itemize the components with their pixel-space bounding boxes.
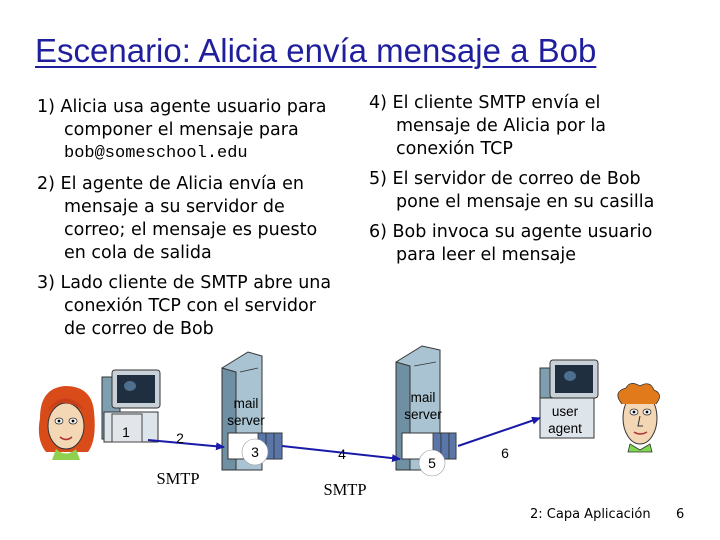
bob-user-agent-label-2: agent: [548, 421, 582, 436]
step-4-line-3: conexión TCP: [396, 139, 513, 159]
bob-server-label-2: server: [404, 407, 442, 422]
step-6-line-1: 6) Bob invoca su agente usuario: [369, 222, 653, 242]
step-marker-5: 5: [418, 449, 446, 477]
step-5: 5) El servidor de correo de Bob pone el …: [369, 168, 654, 214]
step-2-line-3: correo; el mensaje es puesto: [64, 220, 318, 240]
step-marker-3: 3: [241, 438, 269, 466]
page-number: 6: [676, 507, 685, 522]
step-4-line-2: mensaje de Alicia por la: [396, 116, 606, 136]
alice-server-label-1: mail: [234, 396, 259, 411]
step-1-email: bob@someschool.edu: [64, 144, 248, 163]
step-6-line-2: para leer el mensaje: [396, 245, 577, 265]
bob-icon: [617, 383, 660, 453]
step-3-line-1: 3) Lado cliente de SMTP abre una: [37, 273, 332, 293]
step-4-line-1: 4) El cliente SMTP envía el: [369, 93, 601, 113]
step-marker-2: 2: [176, 430, 184, 446]
step-6: 6) Bob invoca su agente usuario para lee…: [369, 221, 652, 267]
alice-icon: [38, 386, 95, 460]
chapter-footer: 2: Capa Aplicación: [530, 507, 651, 522]
step-marker-4: 4: [338, 446, 346, 462]
alice-user-agent-badge: 1: [122, 424, 130, 440]
step-5-line-1: 5) El servidor de correo de Bob: [369, 169, 641, 189]
bob-mailbox: [401, 432, 457, 460]
step-2-line-2: mensaje a su servidor de: [64, 197, 285, 217]
svg-text:2: 2: [176, 430, 184, 446]
svg-text:6: 6: [501, 445, 509, 461]
arrow-agent-to-server: [147, 439, 225, 451]
svg-text:4: 4: [338, 446, 346, 462]
bob-user-agent-label-1: user: [552, 404, 579, 419]
step-2: 2) El agente de Alicia envía en mensaje …: [37, 173, 317, 265]
alice-server-label-2: server: [227, 413, 265, 428]
step-4: 4) El cliente SMTP envía el mensaje de A…: [369, 92, 606, 161]
bob-computer-icon: [539, 359, 599, 439]
step-1-line-2: componer el mensaje para: [64, 120, 299, 140]
step-1: 1) Alicia usa agente usuario para compon…: [37, 96, 326, 165]
arrow-server-to-server: [281, 445, 401, 463]
step-3-line-2: conexión TCP con el servidor: [64, 296, 316, 316]
svg-text:5: 5: [428, 455, 436, 471]
smtp-label-left: SMTP: [156, 469, 199, 488]
step-3-line-3: de correo de Bob: [64, 319, 214, 339]
bob-server-label-1: mail: [411, 390, 436, 405]
slide-title: Escenario: Alicia envía mensaje a Bob: [35, 32, 597, 69]
step-5-line-2: pone el mensaje en su casilla: [396, 192, 655, 212]
step-2-line-1: 2) El agente de Alicia envía en: [37, 174, 305, 194]
smtp-label-middle: SMTP: [323, 480, 366, 499]
step-3: 3) Lado cliente de SMTP abre una conexió…: [37, 272, 331, 341]
step-1-line-1: 1) Alicia usa agente usuario para: [37, 97, 327, 117]
arrow-mailbox-to-agent: [457, 416, 541, 447]
step-marker-6: 6: [501, 445, 509, 461]
svg-text:3: 3: [251, 444, 259, 460]
step-2-line-4: en cola de salida: [64, 243, 212, 263]
